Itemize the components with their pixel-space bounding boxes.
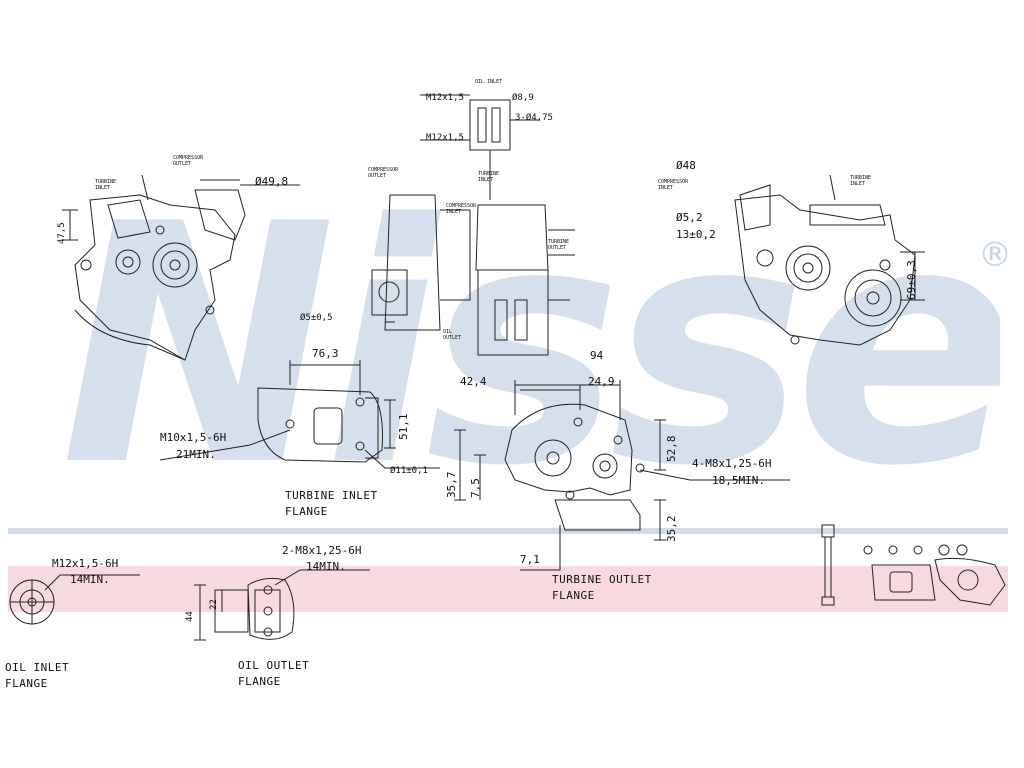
pink-band: [8, 566, 1008, 612]
oif-title-2: FLANGE: [5, 677, 48, 690]
oif-title-1: OIL INLET: [5, 661, 70, 674]
registered-mark: ®: [978, 235, 1012, 275]
center-holes: 3-Ø4,75: [515, 113, 553, 123]
center-label-oil-inlet: OIL INLET: [475, 79, 503, 85]
tof-dim-94: 94: [590, 349, 604, 362]
left-turbo-view: [62, 174, 300, 361]
tif-dim-511: 51,1: [397, 413, 410, 441]
tof-dim-424: 42,4: [460, 375, 487, 388]
tof-dim-357: 35,7: [445, 471, 458, 499]
left-label-compressor-outlet: COMPRESSOR OUTLET: [173, 155, 204, 167]
tif-dim-763: 76,3: [312, 347, 339, 360]
oif-thread: M12x1,5-6H: [52, 557, 119, 570]
left-dim-diameter: Ø49,8: [255, 175, 289, 188]
left-dim-side: 47,5: [57, 222, 67, 244]
oof-dim-44: 44: [185, 611, 195, 622]
tof-dim-352: 35,2: [665, 515, 678, 543]
turbine-inlet-flange-drawing: [159, 360, 440, 469]
tof-dim-71: 7,1: [520, 553, 540, 566]
right-dim-d52: Ø5,2: [676, 211, 703, 224]
tif-title-2: FLANGE: [285, 505, 328, 518]
oof-title-1: OIL OUTLET: [238, 659, 310, 672]
tof-depth: 18,5MIN.: [712, 474, 765, 487]
center-label-compressor-outlet: COMPRESSOR OUTLET: [368, 167, 399, 179]
center-thread-top: M12x1,5: [426, 93, 464, 103]
right-dim-d48: Ø48: [676, 159, 696, 172]
tof-title-1: TURBINE OUTLET: [552, 573, 652, 586]
tof-dim-249: 24,9: [588, 375, 615, 388]
center-dim-right: Ø8,9: [512, 93, 534, 103]
blue-band: [8, 528, 1008, 534]
oof-dim-22: 22: [209, 599, 219, 610]
right-dim-69: 69±0,3: [905, 260, 918, 300]
center-label-turbine-inlet: TURBINE INLET: [478, 171, 500, 183]
small-parts-drawing: [821, 524, 1006, 606]
right-turbo-view: [734, 174, 925, 346]
oif-depth: 14MIN.: [70, 573, 110, 586]
oof-thread: 2-M8x1,25-6H: [282, 544, 362, 557]
right-label-turbine-inlet: TURBINE INLET: [850, 175, 872, 187]
tif-thread: M10x1,5-6H: [160, 431, 227, 444]
left-label-turbine-inlet: TURBINE INLET: [95, 179, 117, 191]
center-label-oil-outlet: OIL OUTLET: [443, 329, 462, 341]
center-dim-hole: Ø5±0,5: [300, 313, 333, 323]
turbine-outlet-flange-drawing: [454, 380, 790, 571]
tif-hole: Ø11±0,1: [390, 466, 428, 476]
oil-outlet-flange-drawing: [194, 569, 370, 641]
tof-dim-75: 7,5: [469, 478, 482, 498]
center-label-turbine-outlet: TURBINE OUTLET: [548, 239, 570, 251]
center-label-compressor-inlet: COMPRESSOR INLET: [446, 203, 477, 215]
center-thread-bottom: M12x1,5: [426, 133, 464, 143]
tof-thread: 4-M8x1,25-6H: [692, 457, 772, 470]
tif-depth: 21MIN.: [176, 448, 216, 461]
oil-inlet-flange-drawing: [9, 574, 140, 625]
center-turbo-view: [371, 94, 575, 356]
right-dim-depth: 13±0,2: [676, 228, 716, 241]
oof-depth: 14MIN.: [306, 560, 346, 573]
oof-title-2: FLANGE: [238, 675, 281, 688]
tof-dim-528: 52,8: [665, 435, 678, 463]
tof-title-2: FLANGE: [552, 589, 595, 602]
tif-title-1: TURBINE INLET: [285, 489, 378, 502]
right-label-compressor-inlet: COMPRESSOR INLET: [658, 179, 689, 191]
